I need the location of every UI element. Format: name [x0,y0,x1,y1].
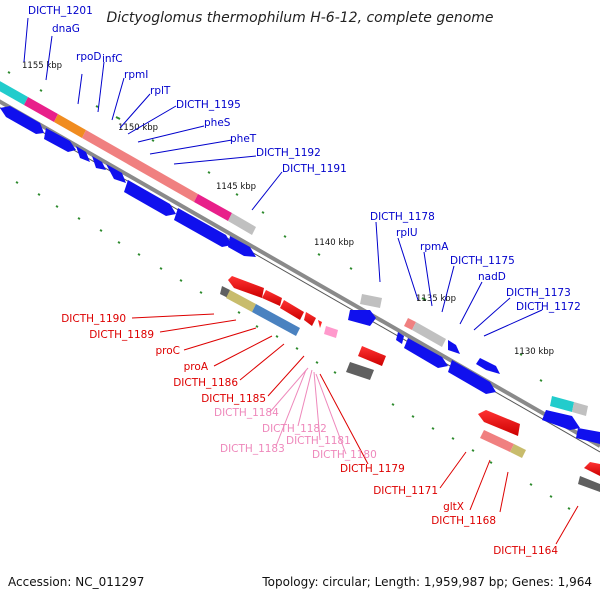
gene-label: gltX [443,501,464,513]
gene-arrow [448,340,460,354]
backbone [0,99,600,453]
gene-label: DICTH_1195 [176,99,241,111]
gene-label: DICTH_1190 [61,313,126,325]
gene-label: DICTH_1173 [506,287,571,299]
feature-steelblue-bar [252,304,300,336]
gene-arrow [304,312,316,326]
gene-arrow [404,338,448,368]
gene-label: DICTH_1181 [286,435,351,447]
gene-arrow [228,276,264,298]
coord-label: 1145 kbp [216,182,256,192]
gene-label: DICTH_1180 [312,449,377,461]
feature-salmon-bar [82,130,198,202]
gene-label: dnaG [52,23,80,35]
gene-arrow [576,428,600,444]
gene-label: nadD [478,271,506,283]
topology-text: Topology: circular; Length: 1,959,987 bp… [261,575,592,589]
gene-arrow [280,300,304,320]
feature-grey-bar-2 [360,294,382,308]
gene-label: DICTH_1201 [28,5,93,17]
feature-khaki-bar [226,290,256,312]
feature-magenta-bar [24,97,58,122]
feature-grey-bar-3 [412,322,446,347]
coord-label: 1140 kbp [314,238,354,248]
gene-arrow [44,128,76,152]
gene-arrow [542,410,580,430]
gene-arrow [228,236,256,257]
gene-label: pheS [204,117,231,129]
feature-grey-bar [228,213,256,235]
gene-arrow [476,358,500,374]
gene-label: DICTH_1182 [262,423,327,435]
gene-label: DICTH_1171 [373,485,438,497]
gene-arrow [478,410,520,436]
feature-grey-bar-4 [572,402,588,416]
gene-label: proA [184,361,209,373]
gene-label: DICTH_1192 [256,147,321,159]
gene-arrow [584,462,600,476]
gene-label: rpmI [124,69,148,81]
gene-arrow [348,310,376,326]
feature-salmon-bar-4 [480,430,514,452]
feature-salmon-bar-3 [404,318,416,330]
gene-arrow [262,290,282,306]
gene-arrow [76,146,90,162]
gene-label: DICTH_1164 [493,545,558,557]
gene-arrow [318,320,322,328]
gene-label: DICTH_1185 [201,393,266,405]
accession-text: Accession: NC_011297 [8,575,144,589]
gene-label: DICTH_1191 [282,163,347,175]
gene-arrow [106,164,126,183]
gene-label: DICTH_1179 [340,463,405,475]
reverse-gene-labels: DICTH_1190 DICTH_1189 proC proA DICTH_11… [61,313,558,557]
gene-label: rpoD [76,51,102,63]
gene-arrow [92,156,106,170]
gene-label: rpmA [420,241,449,253]
gene-arrow [124,180,176,216]
reverse-label-lines [131,313,579,545]
forward-label-lines [23,17,543,337]
forward-gene-labels: DICTH_1201 dnaG rpoD infC rpmI rplT DICT… [28,5,581,313]
gene-label: DICTH_1178 [370,211,435,223]
pseudo-label-lines [269,367,347,455]
gene-label: rplT [150,85,171,97]
forward-strand-features [0,81,600,444]
gene-arrow [396,332,404,344]
tick-marks [7,71,571,510]
reverse-strand-features [220,276,600,492]
feature-khaki-bar-2 [510,444,526,458]
gene-label: rplU [396,227,418,239]
coord-label: 1135 kbp [416,294,456,304]
gene-label: DICTH_1184 [214,407,279,419]
coord-label: 1155 kbp [22,61,62,71]
gene-label: DICTH_1189 [89,329,154,341]
feature-pink-bar [324,326,338,338]
gene-label: DICTH_1186 [173,377,238,389]
coord-label: 1130 kbp [514,347,554,357]
pseudo-gene-labels: DICTH_1184 DICTH_1183 DICTH_1182 DICTH_1… [214,407,377,461]
gene-label: pheT [230,133,257,145]
feature-cyan-bar [0,81,28,105]
gene-arrow [448,360,496,394]
map-title: Dictyoglomus thermophilum H-6-12, comple… [106,10,493,26]
gene-arrow [174,208,232,247]
gene-label: DICTH_1172 [516,301,581,313]
feature-dark-grey-bar-3 [578,476,600,492]
gene-label: infC [102,53,123,65]
gene-label: DICTH_1175 [450,255,515,267]
gene-arrow [358,346,386,366]
gene-label: DICTH_1168 [431,515,496,527]
feature-orange-bar [54,114,86,138]
feature-magenta-bar-2 [194,194,232,221]
gene-arrow [0,106,44,134]
feature-cyan-bar-2 [550,396,574,412]
feature-dark-grey-bar-2 [346,362,374,380]
gene-label: DICTH_1183 [220,443,285,455]
gene-label: proC [155,345,180,357]
